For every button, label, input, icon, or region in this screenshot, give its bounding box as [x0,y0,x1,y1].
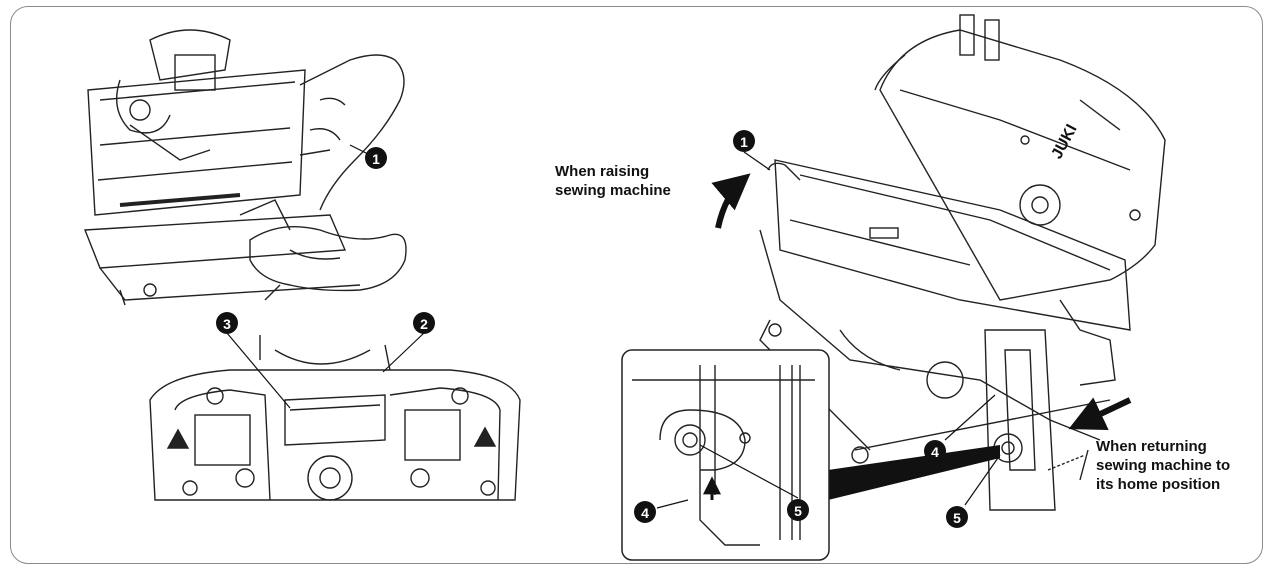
returning-callout: When returning sewing machine to its hom… [1096,437,1230,494]
raise-arrow [711,173,751,229]
brand-label: JUKI [1049,122,1081,162]
bottom-left-illustration [149,335,521,501]
marker-4-right: 4 [924,440,946,462]
marker-2: 2 [413,312,435,334]
marker-1-right: 1 [733,130,755,152]
svg-text:5: 5 [794,503,802,519]
svg-text:5: 5 [953,510,961,526]
svg-text:2: 2 [420,316,428,332]
figure-frame [10,6,1263,564]
svg-text:3: 3 [223,316,231,332]
returning-line-2: sewing machine to [1096,457,1231,474]
top-left-illustration [83,29,407,306]
detail-inset [621,349,830,561]
right-illustration [759,14,1166,511]
raising-line-2: sewing machine [555,182,671,199]
raising-callout: When raising sewing machine [555,162,671,200]
svg-text:4: 4 [931,444,939,460]
svg-text:4: 4 [641,505,649,521]
raising-line-1: When raising [555,163,650,180]
marker-5-inset: 5 [787,499,809,521]
returning-line-1: When returning [1096,438,1207,455]
marker-1-top-left: 1 [365,147,387,169]
inset-illustration [632,365,815,546]
marker-5-right: 5 [946,506,968,528]
marker-4-inset: 4 [634,501,656,523]
return-arrow [1068,397,1132,430]
returning-line-3: its home position [1096,476,1221,493]
svg-text:1: 1 [372,151,380,167]
inset-connector [828,445,1000,500]
svg-text:1: 1 [740,134,748,150]
marker-3: 3 [216,312,238,334]
